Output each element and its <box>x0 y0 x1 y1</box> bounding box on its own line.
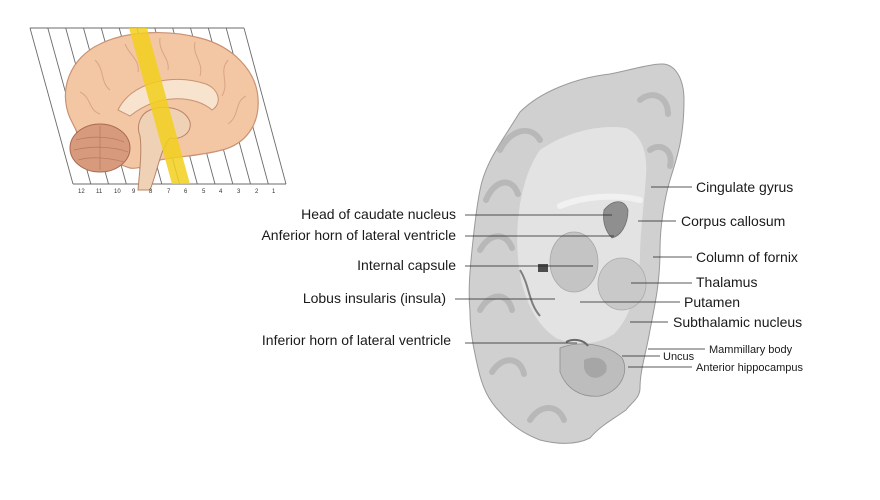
leader-lines <box>455 186 705 368</box>
label-thalamus: Thalamus <box>696 274 757 290</box>
labels-left: Head of caudate nucleus Anferior horn of… <box>261 206 456 348</box>
label-uncus: Uncus <box>663 351 695 363</box>
label-insula: Lobus insularis (insula) <box>303 290 446 306</box>
slice-number: 3 <box>237 189 241 195</box>
slice-number: 9 <box>132 189 136 195</box>
label-internal-capsule: Internal capsule <box>357 257 456 273</box>
label-mammillary-body: Mammillary body <box>709 344 793 356</box>
slice-number: 5 <box>202 189 206 195</box>
label-subthalamic-nucleus: Subthalamic nucleus <box>673 314 802 330</box>
label-anterior-hippocampus: Anterior hippocampus <box>696 362 804 374</box>
highlighted-slice-band <box>129 28 190 184</box>
slice-number-labels: 12 11 10 9 8 7 6 5 4 3 2 1 <box>78 189 276 195</box>
slice-number: 1 <box>272 189 276 195</box>
label-head-of-caudate: Head of caudate nucleus <box>301 206 456 222</box>
slice-number: 11 <box>96 189 103 195</box>
label-putamen: Putamen <box>684 294 740 310</box>
slice-number: 12 <box>78 189 85 195</box>
label-column-of-fornix: Column of fornix <box>696 249 798 265</box>
label-anterior-horn: Anferior horn of lateral ventricle <box>261 227 456 243</box>
slice-number: 8 <box>149 189 153 195</box>
slice-number: 2 <box>255 189 259 195</box>
label-cingulate-gyrus: Cingulate gyrus <box>696 179 793 195</box>
label-corpus-callosum: Corpus callosum <box>681 213 785 229</box>
slice-number: 10 <box>114 189 121 195</box>
labels-right: Cingulate gyrus Corpus callosum Column o… <box>663 179 804 374</box>
slice-number: 7 <box>167 189 171 195</box>
slice-number: 6 <box>184 189 188 195</box>
coronal-brain-section <box>468 63 685 444</box>
orientation-figure: 12 11 10 9 8 7 6 5 4 3 2 1 <box>29 27 287 195</box>
slice-number: 4 <box>219 189 223 195</box>
label-inferior-horn: Inferior horn of lateral ventricle <box>262 332 451 348</box>
